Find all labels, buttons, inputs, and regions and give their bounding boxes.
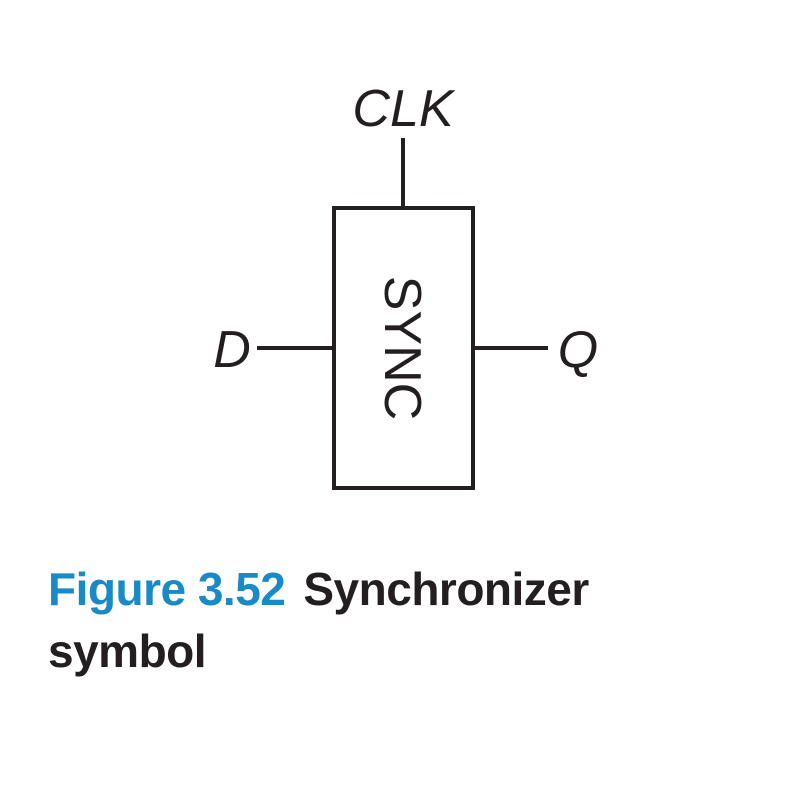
synchronizer-diagram: CLK SYNC D Q bbox=[213, 80, 598, 490]
figure-caption: Figure 3.52 Synchronizer symbol bbox=[48, 558, 768, 682]
caption-title-line1: Synchronizer bbox=[303, 563, 589, 615]
q-output-label: Q bbox=[558, 321, 598, 379]
sync-block-label: SYNC bbox=[373, 276, 431, 420]
caption-title-line2: symbol bbox=[48, 625, 207, 677]
clk-label: CLK bbox=[352, 80, 455, 138]
figure-number: Figure 3.52 bbox=[48, 563, 286, 615]
d-input-label: D bbox=[213, 321, 251, 379]
